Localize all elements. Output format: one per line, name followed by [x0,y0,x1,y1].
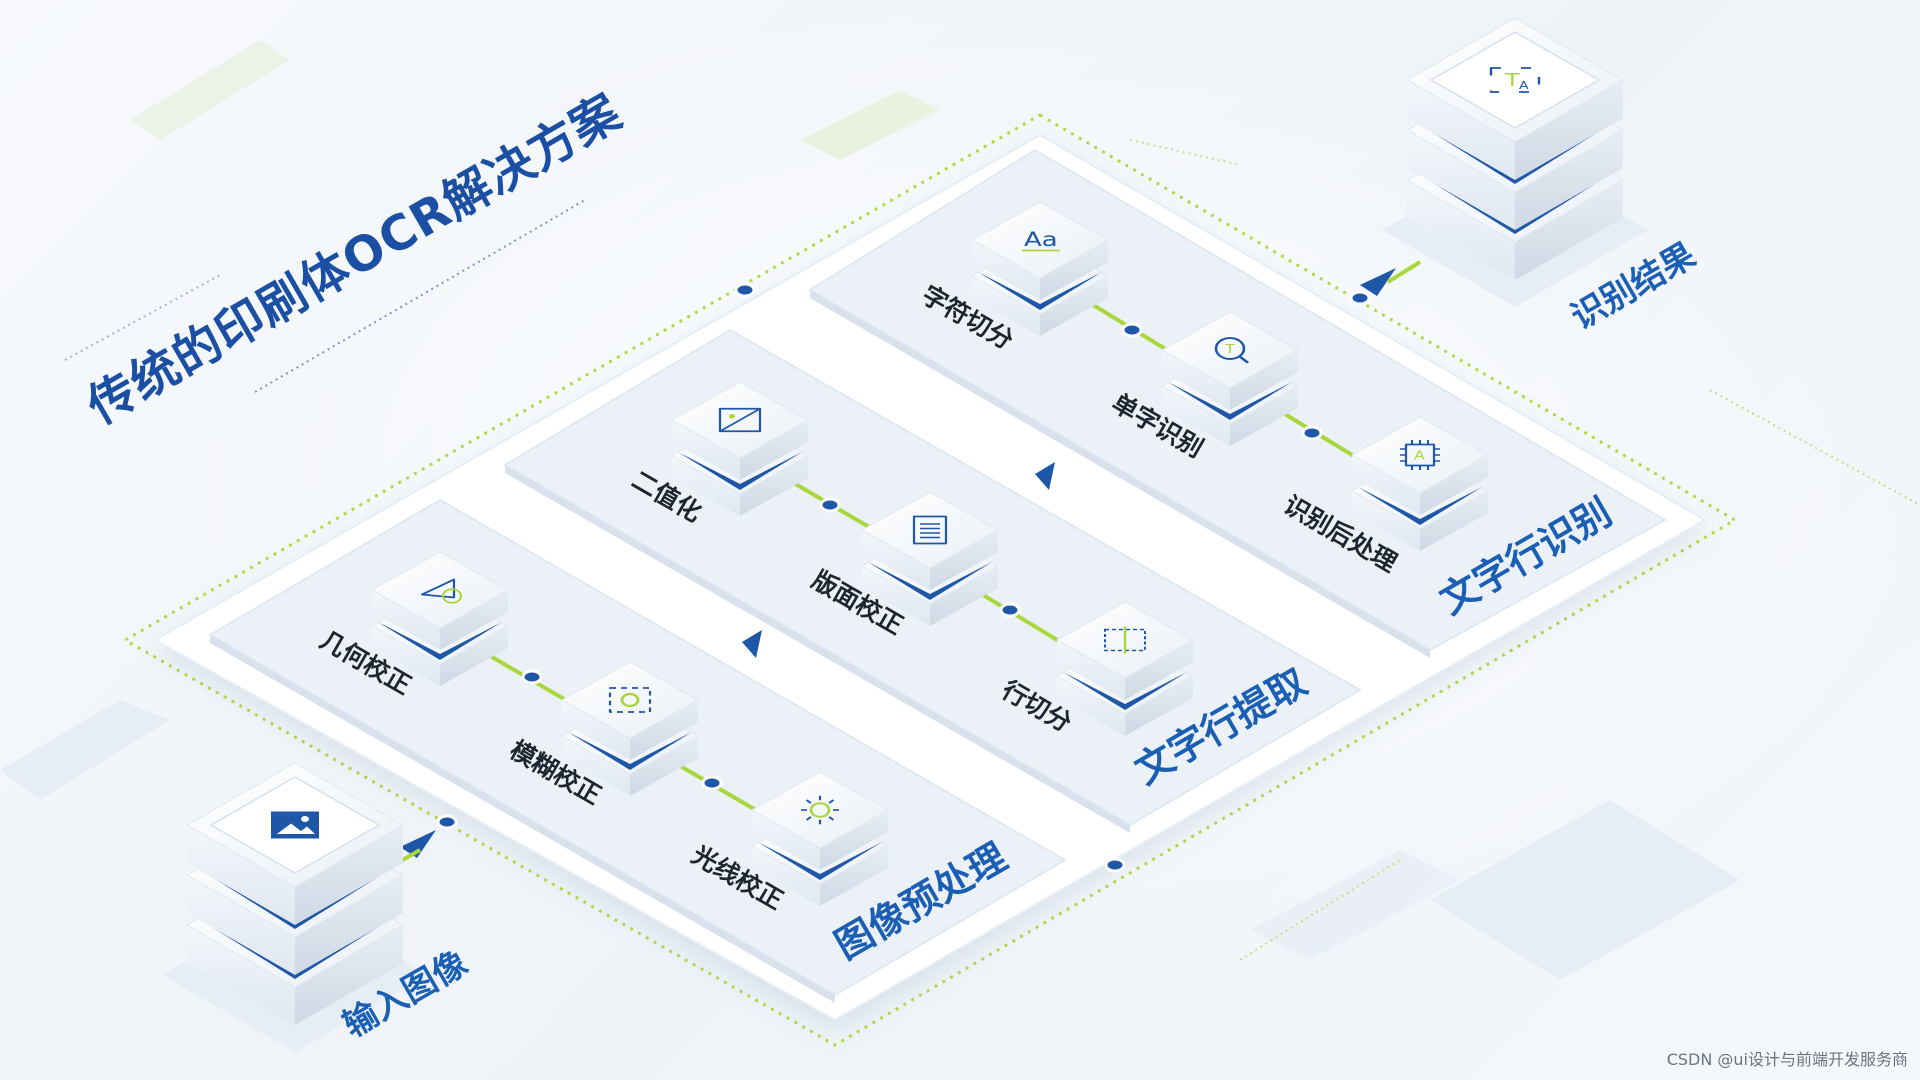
svg-text:T: T [1224,343,1235,357]
svg-text:A: A [1414,449,1425,463]
svg-text:Aa: Aa [1024,229,1058,251]
character-aa-icon: Aa [1022,229,1060,251]
background-decor-shape [130,40,290,140]
image-icon [271,812,319,839]
background-decor-line [1710,390,1920,505]
watermark: CSDN @ui设计与前端开发服务商 [1667,1046,1908,1070]
background-decor-line [1130,140,1240,165]
background-decor-shape [1430,800,1740,980]
background-decor-shape [1250,850,1460,960]
chip-a-icon: A [1400,440,1440,470]
background-decor-shape [800,90,940,160]
flow-arrow-icon [400,830,436,858]
svg-text:A: A [1519,80,1529,92]
background-decor-shape [0,700,170,800]
